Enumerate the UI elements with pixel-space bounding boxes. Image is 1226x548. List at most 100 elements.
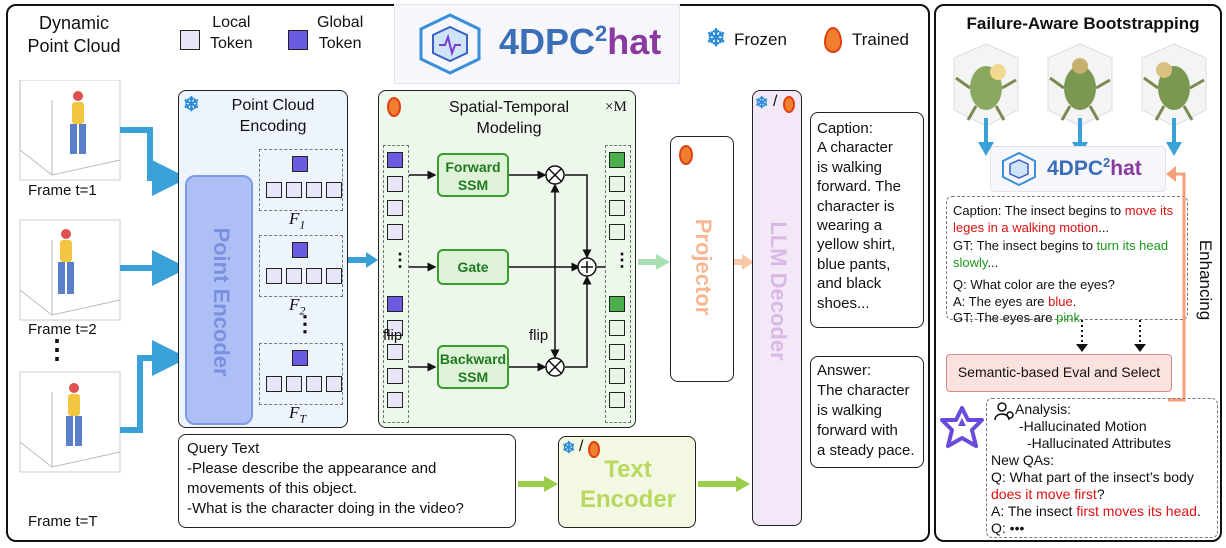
caption-gt-box: Caption: The insect begins to move its l… [946, 196, 1188, 325]
stm-times-m: ×M [605, 99, 627, 115]
global-token [292, 242, 308, 258]
gate-block: Gate [437, 249, 509, 285]
llm-fire-icon [783, 96, 795, 113]
llm-snowflake-icon: ❄ [755, 95, 769, 112]
local-token [266, 376, 282, 392]
projector-label: Projector [691, 218, 716, 316]
stm-fire-icon [387, 97, 401, 117]
new-q2: Q: ••• [991, 520, 1025, 536]
token [609, 176, 625, 192]
token [609, 320, 625, 336]
f1-label: F1 [289, 209, 306, 232]
token [387, 200, 403, 216]
llm-decoder-label: LLM Decoder [766, 221, 791, 361]
new-qas-label: New QAs: [991, 452, 1055, 468]
frames-ellipsis: ⋮ [44, 334, 70, 364]
new-a1: A: The insect first moves its head. [991, 503, 1201, 519]
a-eyes-blue: A: The eyes are blue. [953, 293, 1077, 309]
insect-renders [953, 43, 1207, 127]
analysis-label: Analysis: [1015, 401, 1072, 417]
right-panel [934, 4, 1222, 542]
global-token-legend-icon [288, 30, 308, 50]
arrow-stm-to-projector [638, 254, 670, 270]
token [609, 392, 625, 408]
logo-cube-icon [419, 13, 481, 75]
frame-2-image [19, 219, 121, 321]
encoding-ellipsis: ⋮ [294, 311, 316, 336]
logo-text: 4DPC2hat [499, 21, 662, 62]
point-encoder-block: Point Encoder [185, 175, 253, 425]
small-logo-box: 4DPC2hat [990, 146, 1166, 192]
local-token [266, 268, 282, 284]
gt-eyes-pink: GT: The eyes are pink. [953, 310, 1084, 325]
dynamic-title: Dynamic Point Cloud [27, 13, 121, 56]
token [387, 344, 403, 360]
stm-output-tokens: ⋮ [605, 145, 631, 423]
fire-icon [824, 27, 842, 53]
gt-statement: GT: The insect begins to turn its head s… [953, 238, 1169, 270]
token [387, 392, 403, 408]
local-token [326, 182, 342, 198]
analysis-box: Analysis: -Hallucinated Motion -Hallucin… [986, 398, 1218, 538]
token-ellipsis: ⋮ [613, 250, 631, 270]
fab-title: Failure-Aware Bootstrapping [966, 14, 1200, 33]
frozen-legend: Frozen [734, 30, 787, 49]
flip-right-label: flip [529, 327, 549, 344]
insect-2-image [1047, 43, 1113, 127]
hallucinated-attributes: -Hallucinated Attributes [1027, 435, 1171, 451]
stm-input-tokens: ⋮ [383, 145, 409, 423]
ft-label: FT [289, 403, 307, 426]
token [609, 152, 625, 168]
ai-star-logo-icon [940, 406, 984, 448]
trained-legend: Trained [852, 30, 910, 49]
local-token [286, 376, 302, 392]
token [387, 296, 403, 312]
local-token [306, 268, 322, 284]
frame-arrows [120, 127, 188, 433]
text-encoder-fire-icon [588, 441, 600, 458]
local-token [326, 268, 342, 284]
projector-block: Projector [670, 136, 734, 382]
token [609, 224, 625, 240]
insect-arrows [978, 118, 1182, 156]
hallucinated-motion: -Hallucinated Motion [1019, 418, 1147, 434]
global-token [292, 156, 308, 172]
flip-left-label: flip [383, 327, 403, 344]
enhancing-arrow [1166, 166, 1186, 402]
point-cloud-frames [19, 80, 121, 473]
local-token [286, 182, 302, 198]
enhancing-label: Enhancing [1196, 239, 1215, 321]
frame-t-image [19, 371, 121, 473]
logo-box: 4DPC2hat [394, 4, 680, 84]
frame-1-image [19, 80, 121, 181]
llm-slash: / [773, 93, 778, 110]
frame-label-2: Frame t=2 [28, 321, 97, 338]
token [387, 320, 403, 336]
small-logo-text: 4DPC2hat [1047, 155, 1142, 180]
stm-connections [409, 165, 605, 377]
token-group-2 [259, 235, 343, 297]
point-encoder-label: Point Encoder [209, 227, 234, 377]
token [609, 200, 625, 216]
answer-box: Answer: The character is walking forward… [810, 356, 924, 468]
text-encoder-slash: / [579, 438, 584, 455]
local-token-legend-icon [180, 30, 200, 50]
f2-label: F2 [289, 295, 306, 318]
arrow-encoding-to-stm [348, 252, 378, 268]
arrow-projector-to-llm [734, 254, 754, 270]
caption-statement: Caption: The insect begins to move its l… [953, 203, 1174, 235]
token [609, 296, 625, 312]
frame-label-t: Frame t=T [28, 513, 98, 530]
token-group-1 [259, 149, 343, 211]
global-token [292, 350, 308, 366]
